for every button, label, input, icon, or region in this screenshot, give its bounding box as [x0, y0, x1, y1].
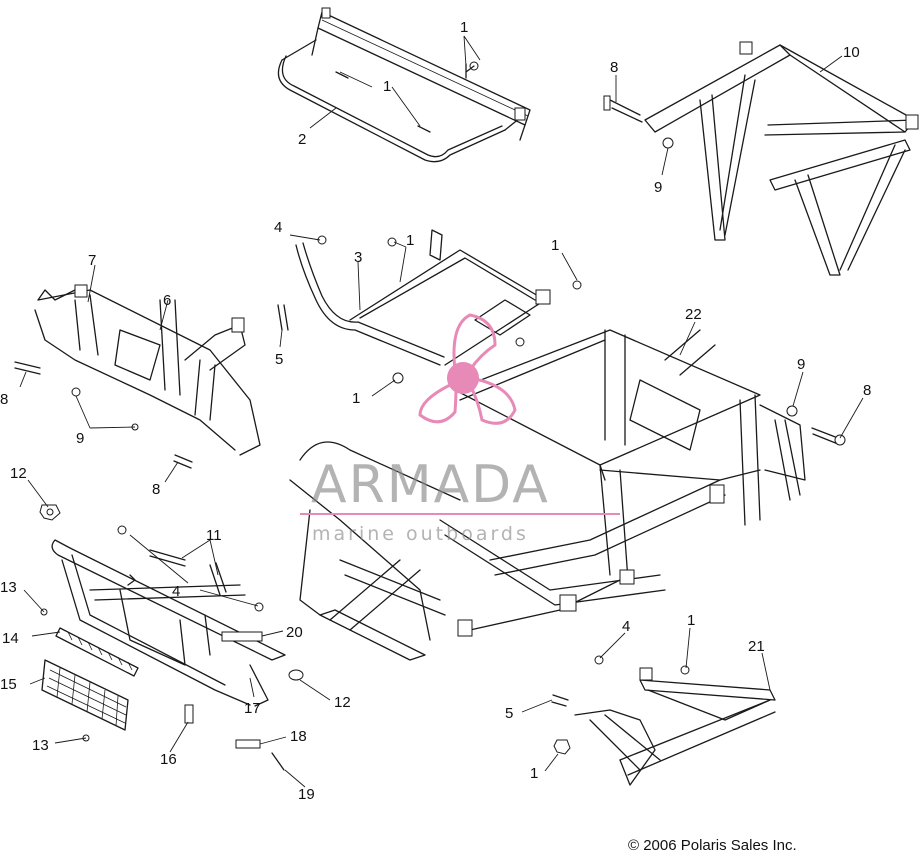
callout-9: 9 — [797, 356, 805, 373]
callout-11: 11 — [206, 527, 222, 544]
callout-22: 22 — [685, 306, 702, 323]
callout-10: 10 — [843, 44, 860, 61]
grille-mesh — [41, 659, 129, 731]
callout-1: 1 — [551, 237, 559, 254]
callout-8: 8 — [0, 391, 8, 408]
callout-15: 15 — [0, 676, 17, 693]
callout-13: 13 — [32, 737, 49, 754]
callout-13: 13 — [0, 579, 17, 596]
callout-1: 1 — [530, 765, 538, 782]
callout-4: 4 — [172, 583, 180, 600]
callout-8: 8 — [152, 481, 160, 498]
watermark: ARMADA marine outboards — [300, 313, 620, 545]
callout-14: 14 — [2, 630, 19, 647]
callout-18: 18 — [290, 728, 307, 745]
callout-7: 7 — [88, 252, 96, 269]
callout-3: 3 — [354, 249, 362, 266]
callout-20: 20 — [286, 624, 303, 641]
rear-hitch-bracket — [574, 667, 776, 786]
front-frame-assembly — [34, 284, 261, 456]
callout-4: 4 — [622, 618, 630, 635]
callout-5: 5 — [275, 351, 283, 368]
callout-9: 9 — [76, 430, 84, 447]
main-chassis-frame — [289, 329, 806, 661]
callout-6: 6 — [163, 292, 171, 309]
callout-12: 12 — [334, 694, 351, 711]
callout-labels: 1 1 1 1 1 1 1 2 3 4 4 4 5 5 6 7 8 8 8 8 … — [0, 19, 871, 803]
callout-16: 16 — [160, 751, 177, 768]
propeller-logo-icon — [418, 313, 517, 425]
callout-1: 1 — [687, 612, 695, 629]
callout-17: 17 — [244, 700, 261, 717]
seat-base-bracket — [295, 229, 551, 366]
callout-21: 21 — [748, 638, 765, 655]
callout-8: 8 — [863, 382, 871, 399]
watermark-subtitle: marine outboards — [312, 523, 529, 545]
callout-1: 1 — [406, 232, 414, 249]
hardware — [14, 61, 846, 771]
callout-2: 2 — [298, 131, 306, 148]
callout-9: 9 — [654, 179, 662, 196]
callout-5: 5 — [505, 705, 513, 722]
seat-support-frame — [277, 7, 531, 163]
callout-1: 1 — [383, 78, 391, 95]
callout-19: 19 — [298, 786, 315, 803]
callout-1: 1 — [460, 19, 468, 36]
callout-8: 8 — [610, 59, 618, 76]
callout-1: 1 — [352, 390, 360, 407]
callout-4: 4 — [274, 219, 282, 236]
front-bumper — [51, 539, 286, 707]
leader-lines — [19, 35, 864, 788]
rear-rack-frame — [644, 41, 919, 276]
watermark-title: ARMADA — [311, 455, 550, 515]
grille-strip — [55, 627, 139, 677]
callout-12: 12 — [10, 465, 27, 482]
copyright-notice: © 2006 Polaris Sales Inc. — [628, 837, 797, 853]
